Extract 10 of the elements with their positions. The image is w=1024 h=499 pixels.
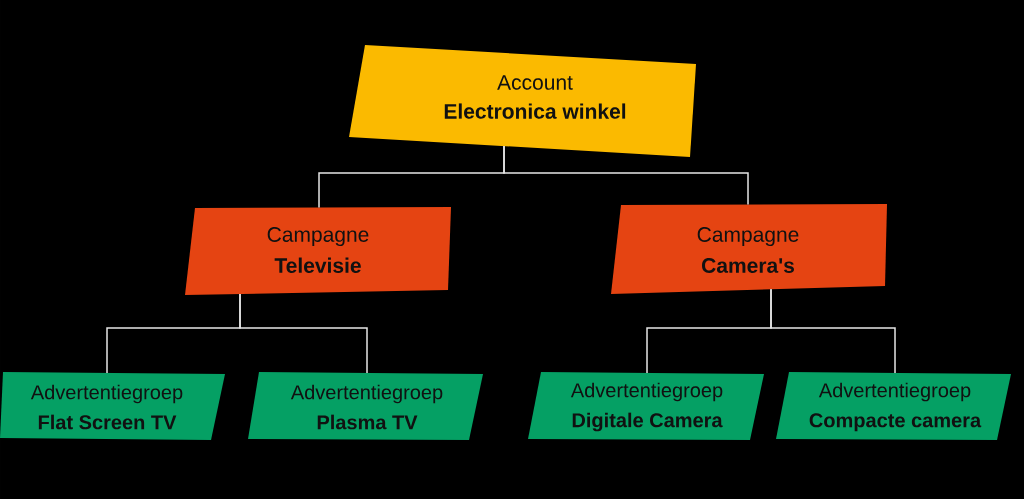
ad-group-box: Advertentiegroep Compacte camera — [776, 372, 1011, 440]
ad-group-box: Advertentiegroep Plasma TV — [248, 372, 483, 440]
campaign-box: Campagne Camera's — [611, 204, 887, 294]
connector-line — [770, 288, 896, 374]
campaign-box: Campagne Televisie — [185, 207, 451, 295]
ad-group-box: Advertentiegroep Flat Screen TV — [0, 372, 225, 440]
connector-line — [239, 293, 368, 374]
ad-group-box: Advertentiegroep Digitale Camera — [528, 372, 764, 440]
connector-line — [503, 145, 749, 206]
account-box: Account Electronica winkel — [349, 45, 696, 157]
